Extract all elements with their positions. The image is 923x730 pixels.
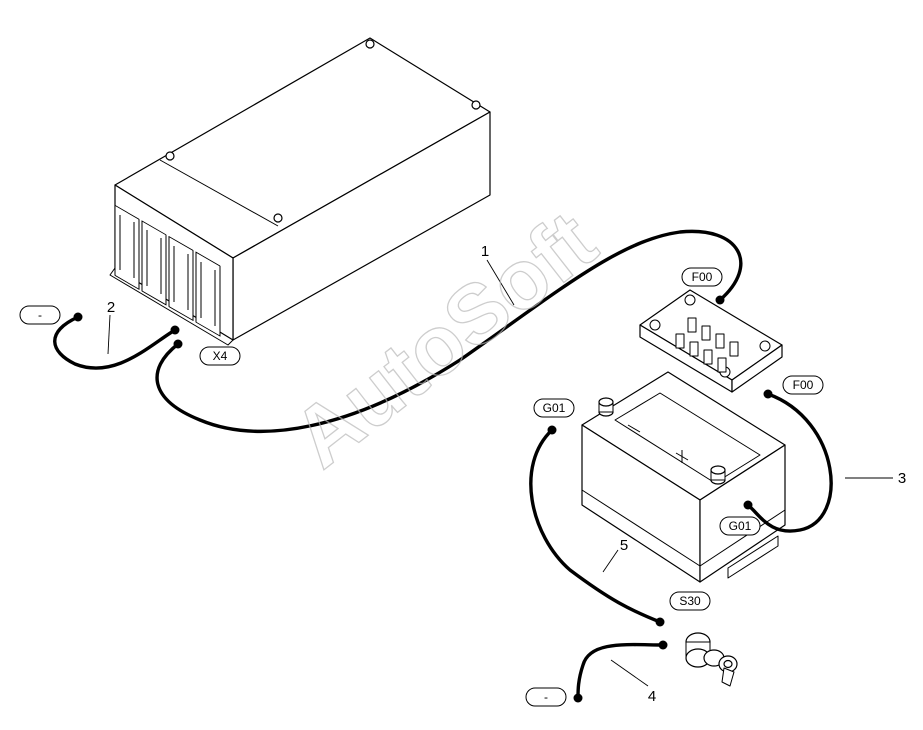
module-connectors	[114, 204, 221, 337]
cable-2	[53, 315, 177, 370]
control-module	[109, 37, 491, 346]
callout-3: 3	[898, 470, 906, 487]
key-switch	[685, 632, 738, 687]
cable-5	[529, 428, 662, 624]
cables	[53, 229, 833, 700]
ground-tag-upper: -	[38, 308, 42, 322]
switch-tag: S30	[679, 594, 701, 608]
callout-5: 5	[620, 537, 628, 554]
ground-tag-lower: -	[544, 690, 548, 704]
cable-3	[746, 392, 833, 533]
battery	[581, 371, 786, 583]
component-tags	[19, 267, 824, 707]
battery-tag-front: G01	[729, 519, 752, 533]
cable-1	[155, 229, 743, 433]
fuse-box-tag-top: F00	[692, 270, 713, 284]
battery-tag-left: G01	[543, 401, 566, 415]
fuse-box	[639, 289, 783, 393]
cable-4	[576, 642, 665, 700]
callout-4: 4	[648, 688, 656, 705]
leader-lines	[107, 259, 893, 687]
callout-2: 2	[107, 299, 115, 316]
module-tag: X4	[213, 349, 228, 363]
fuse-box-tag-side: F00	[793, 378, 814, 392]
cable-ends	[73, 295, 773, 703]
callout-1: 1	[481, 243, 489, 260]
